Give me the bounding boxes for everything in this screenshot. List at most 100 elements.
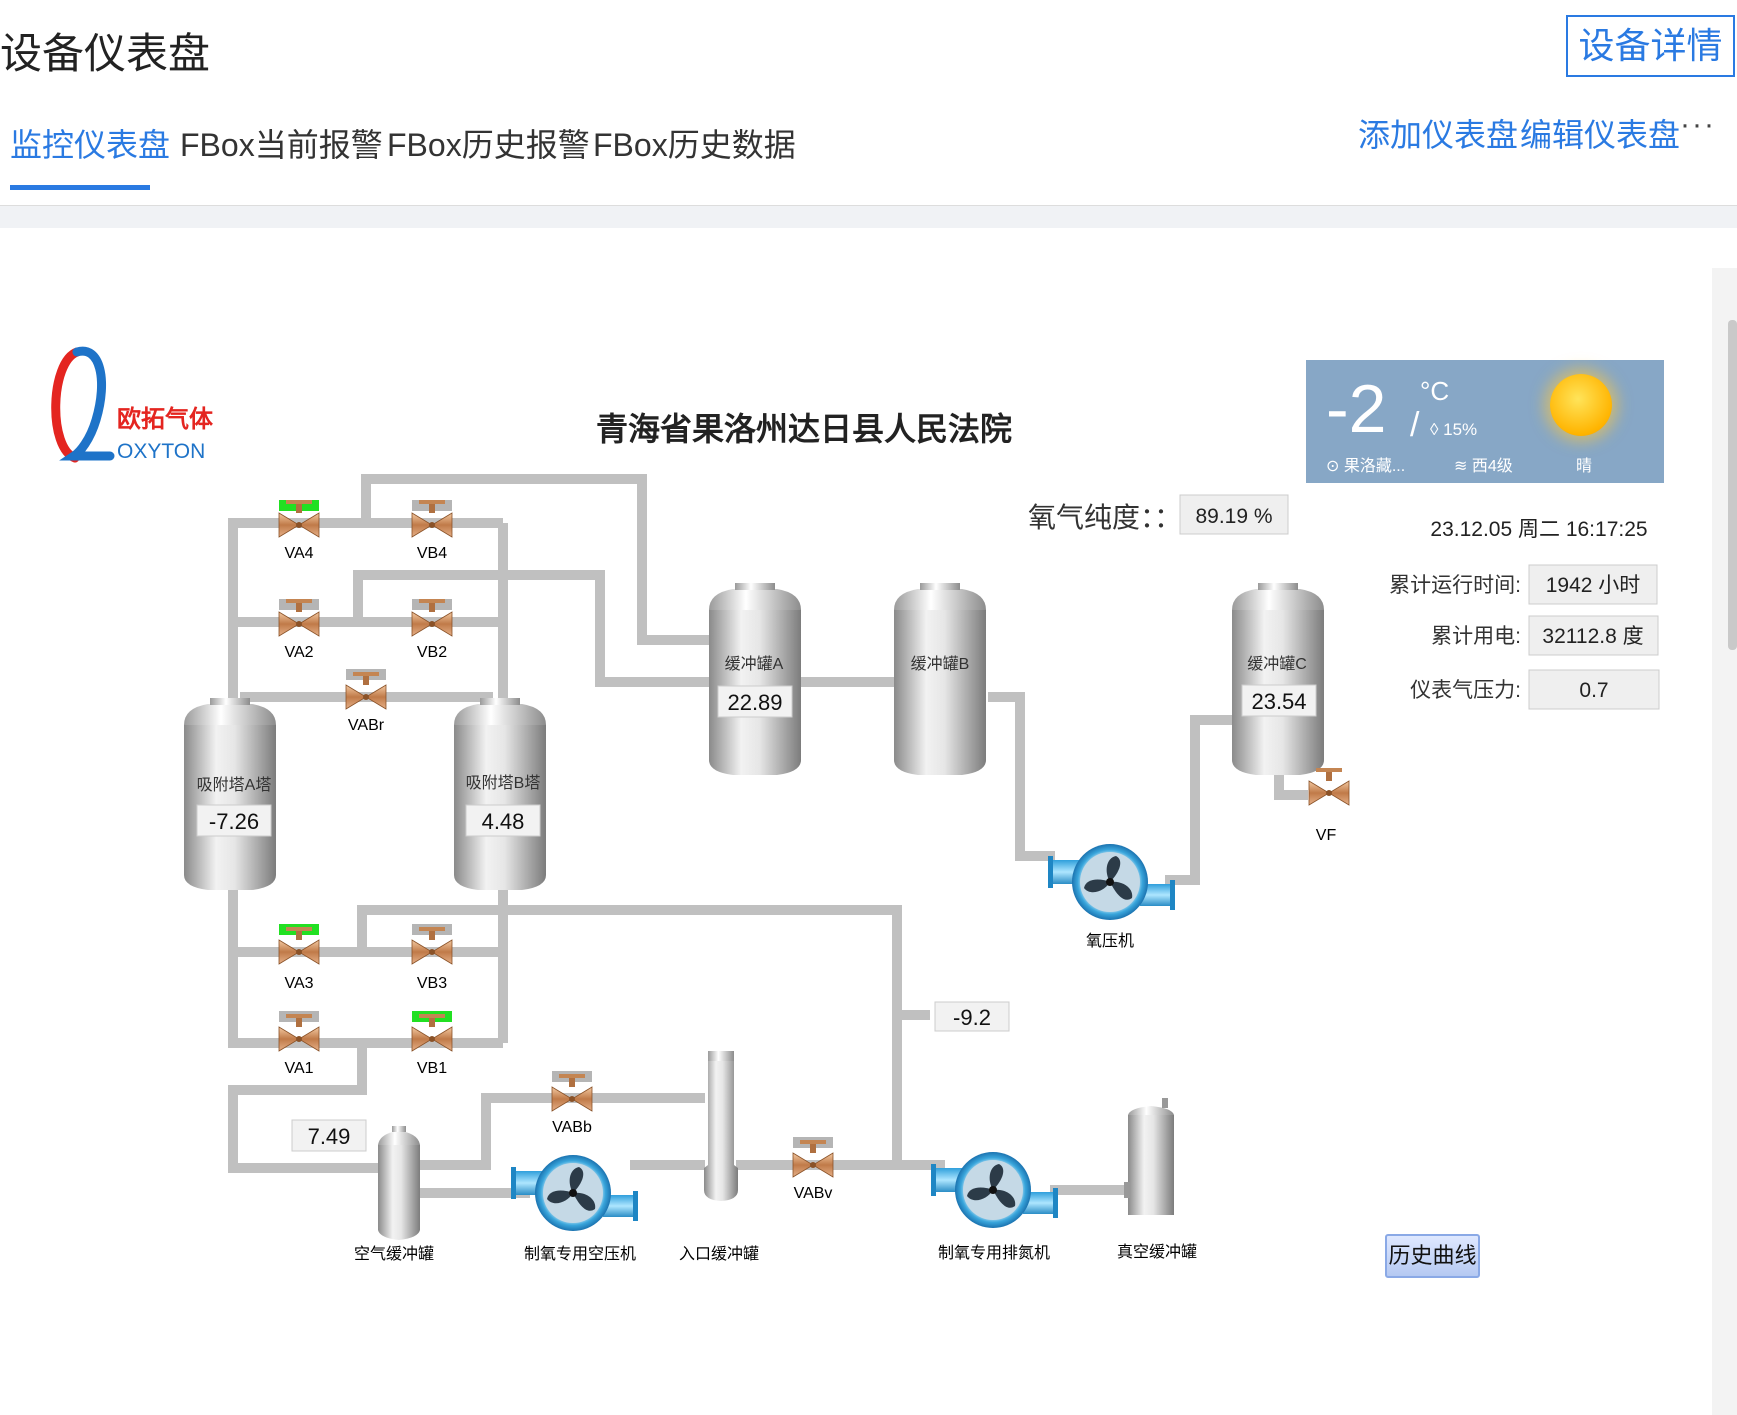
svg-text:VA3: VA3: [284, 975, 313, 992]
page-title: 设备仪表盘: [0, 30, 211, 77]
oxygen-purity-label: 氧气纯度：：: [1028, 502, 1182, 533]
power-value: 32112.8 度: [1542, 625, 1643, 648]
tank-a-value-box: [717, 685, 793, 718]
header-divider: [0, 205, 1737, 206]
tank-c-value: 23.54: [1251, 689, 1306, 714]
svg-text:VA2: VA2: [284, 644, 313, 661]
svg-text:VA4: VA4: [284, 545, 313, 562]
tab-monitor-dashboard[interactable]: 监控仪表盘: [10, 127, 171, 163]
buffer-tank-a: [709, 583, 801, 775]
tower-a-value-box: [196, 804, 272, 837]
valve-va2[interactable]: VA2: [278, 598, 320, 661]
tab-fbox-current-alarms[interactable]: FBox当前报警: [180, 127, 383, 163]
power-box: [1528, 615, 1659, 656]
tower-a-label: 吸附塔A塔: [197, 776, 272, 794]
valve-vabr[interactable]: VABr: [345, 669, 387, 734]
weather-wind: ≋ 西4级: [1454, 458, 1513, 475]
svg-text:欧拓气体: 欧拓气体: [117, 405, 214, 433]
droplet-icon: ◊: [1430, 420, 1444, 439]
svg-text:OXYTON: OXYTON: [117, 440, 205, 463]
tank-a-label: 缓冲罐A: [725, 655, 784, 673]
wind-icon: ≋: [1454, 458, 1472, 475]
valve-va4[interactable]: VA4: [278, 499, 320, 562]
air-compressor-icon: [511, 1155, 638, 1231]
adsorption-tower-a: [184, 698, 276, 890]
svg-text:VA1: VA1: [284, 1060, 313, 1077]
valve-vb1[interactable]: VB1: [411, 1011, 453, 1077]
tab-fbox-history-alarms[interactable]: FBox历史报警: [387, 127, 590, 163]
vacuum-reading-box: [934, 1001, 1010, 1032]
valve-vf[interactable]: VF: [1308, 767, 1350, 844]
svg-text:VABv: VABv: [794, 1185, 833, 1202]
device-details-button[interactable]: 设备详情: [1566, 15, 1735, 77]
air-pressure-box: [1528, 669, 1660, 710]
valve-va1[interactable]: VA1: [278, 1011, 320, 1077]
svg-text:VABb: VABb: [552, 1119, 592, 1136]
svg-text:VF: VF: [1316, 827, 1337, 844]
adsorption-tower-b: [454, 698, 546, 890]
tank-c-label: 缓冲罐C: [1247, 655, 1307, 673]
valve-vb2[interactable]: VB2: [411, 598, 453, 661]
vacuum-reading: -9.2: [953, 1005, 991, 1030]
tower-a-value: -7.26: [209, 809, 259, 834]
oxygen-compressor-icon: [1048, 844, 1175, 920]
vacuum-tank-label: 真空缓冲罐: [1117, 1243, 1197, 1261]
svg-text:VB2: VB2: [417, 644, 447, 661]
inlet-tank-label: 入口缓冲罐: [679, 1245, 759, 1263]
weather-widget: -2 °C / ◊ 15% ⊙ 果洛藏... ≋ 西4级 晴: [1306, 360, 1664, 483]
air-tank-label: 空气缓冲罐: [354, 1245, 434, 1263]
exhaust-fan-icon: [931, 1152, 1058, 1228]
oxygen-purity-value: 89.19 %: [1195, 505, 1272, 528]
weather-condition: 晴: [1576, 458, 1593, 475]
scrollbar-thumb[interactable]: [1728, 320, 1737, 650]
air-reading: 7.49: [308, 1124, 351, 1149]
inlet-buffer-tank: [704, 1051, 738, 1201]
more-menu-icon[interactable]: ···: [1680, 108, 1716, 141]
add-dashboard-link[interactable]: 添加仪表盘: [1358, 117, 1519, 153]
valve-vb3[interactable]: VB3: [411, 924, 453, 992]
active-tab-indicator: [10, 185, 150, 190]
buffer-tank-b: [894, 583, 986, 775]
svg-text:VABr: VABr: [348, 717, 385, 734]
exhaust-fan-label: 制氧专用排氮机: [938, 1244, 1050, 1262]
tank-b-label: 缓冲罐B: [911, 655, 970, 673]
air-compressor-label: 制氧专用空压机: [524, 1245, 636, 1263]
sun-icon: [1550, 374, 1612, 436]
svg-text:VB4: VB4: [417, 545, 447, 562]
buffer-tank-c: [1232, 583, 1324, 775]
tower-b-value-box: [465, 804, 541, 837]
svg-text:VB1: VB1: [417, 1060, 447, 1077]
runtime-box: [1528, 564, 1658, 605]
humidity: ◊ 15%: [1430, 420, 1478, 439]
edit-dashboard-link[interactable]: 编辑仪表盘: [1520, 117, 1681, 153]
weather-location: ⊙ 果洛藏...: [1326, 458, 1406, 475]
oxyton-logo: 欧拓气体 OXYTON: [51, 346, 214, 463]
history-curve-button[interactable]: 历史曲线: [1385, 1234, 1480, 1278]
weather-unit: °C: [1420, 376, 1450, 406]
current-datetime: 23.12.05 周二 16:17:25: [1430, 518, 1647, 541]
dashboard-title: 青海省果洛州达日县人民法院: [596, 411, 1012, 447]
runtime-label: 累计运行时间:: [1389, 574, 1521, 597]
air-pressure-label: 仪表气压力:: [1410, 679, 1521, 702]
oxygen-compressor-label: 氧压机: [1086, 932, 1134, 950]
tank-a-value: 22.89: [727, 690, 782, 715]
air-buffer-tank: [378, 1126, 420, 1240]
location-pin-icon: ⊙: [1326, 458, 1344, 475]
valve-va3[interactable]: VA3: [278, 924, 320, 992]
tab-fbox-history-data[interactable]: FBox历史数据: [593, 127, 796, 163]
content-band: [0, 206, 1737, 228]
valve-vabb[interactable]: VABb: [551, 1071, 593, 1136]
tower-b-value: 4.48: [482, 809, 525, 834]
runtime-value: 1942 小时: [1546, 574, 1641, 597]
air-pressure-value: 0.7: [1579, 679, 1608, 702]
valve-vb4[interactable]: VB4: [411, 499, 453, 562]
air-reading-box: [291, 1119, 367, 1152]
tank-c-value-box: [1241, 684, 1317, 717]
svg-text:VB3: VB3: [417, 975, 447, 992]
weather-temp: -2: [1326, 371, 1387, 447]
valve-vabv[interactable]: VABv: [792, 1137, 834, 1202]
weather-separator: /: [1410, 406, 1420, 444]
vacuum-buffer-tank: [1124, 1098, 1174, 1215]
tower-b-label: 吸附塔B塔: [466, 774, 541, 792]
